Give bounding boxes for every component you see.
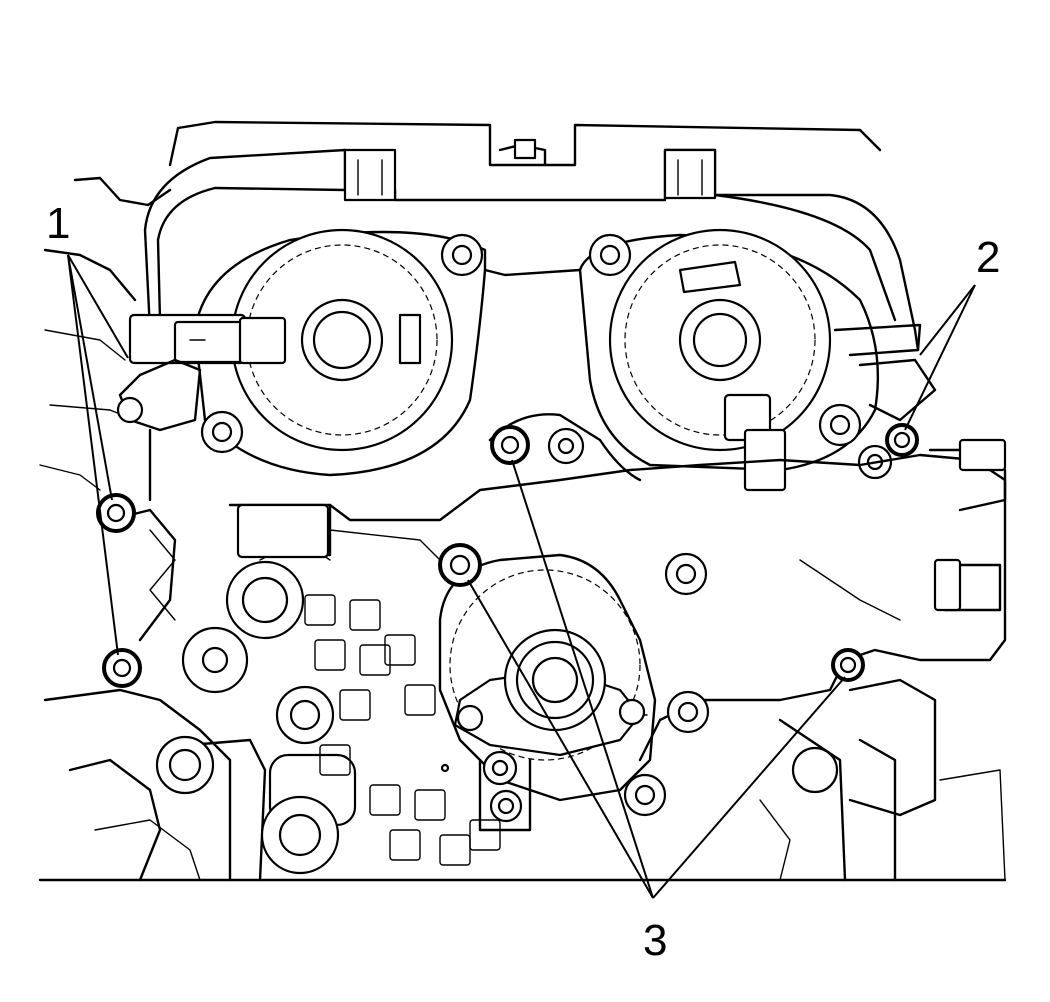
leader-lines: [67, 254, 976, 899]
engine-background: [38, 120, 1007, 882]
leader-3-b: [467, 579, 654, 899]
leader-2-b: [904, 284, 976, 431]
leader-1-c: [67, 254, 119, 656]
callout-2-bolt: [885, 423, 919, 457]
leader-3-a: [511, 459, 654, 899]
leader-3-c: [652, 676, 846, 899]
leader-1-a: [67, 254, 129, 359]
water-pump-housing: [228, 413, 1007, 832]
leader-1-b: [67, 254, 113, 501]
callout-3-bolts: [438, 425, 865, 682]
callout-label-2: 2: [976, 233, 1000, 282]
left-actuator: [116, 358, 202, 502]
timing-cover: [128, 148, 937, 492]
callout-1-bolts: [96, 493, 142, 688]
callout-label-3: 3: [643, 916, 667, 965]
leader-2-a: [919, 284, 976, 356]
callout-label-1: 1: [46, 199, 70, 248]
